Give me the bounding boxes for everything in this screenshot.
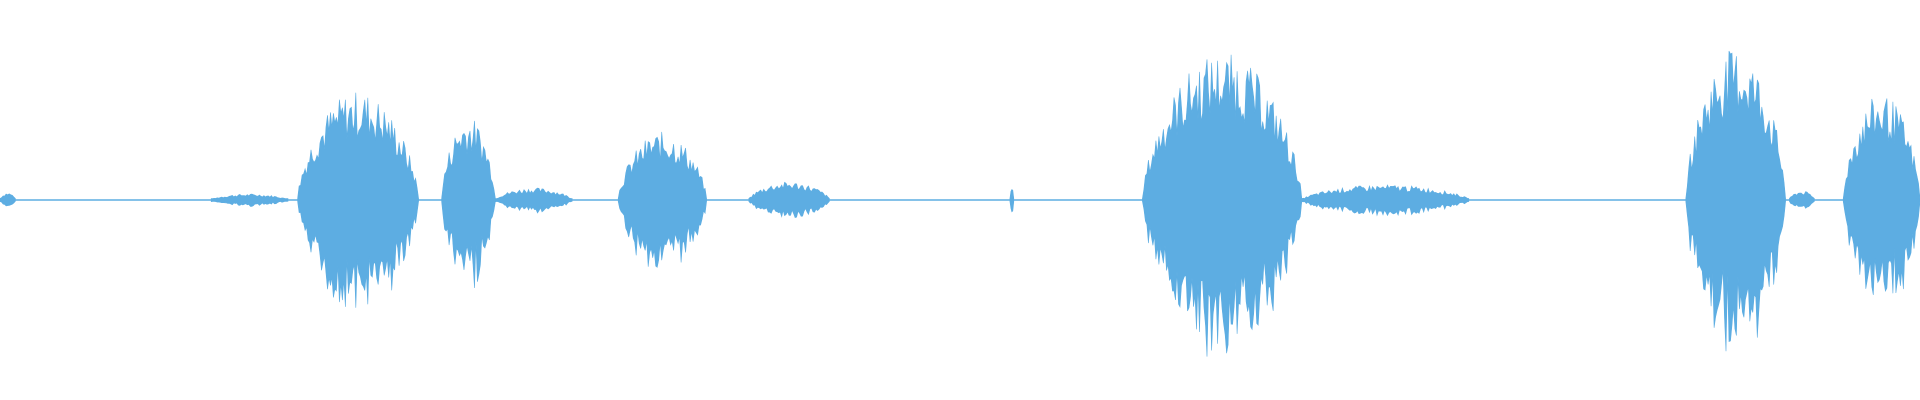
waveform-burst [210,193,289,207]
waveform-burst [1142,54,1303,357]
waveform-burst [1789,191,1815,209]
waveform-burst [0,193,16,207]
waveform-burst [748,181,830,218]
waveform-burst [1842,98,1920,295]
waveform-burst [495,187,573,214]
waveform-burst [441,120,496,289]
waveform-burst [297,92,419,308]
waveform-burst [1009,189,1015,213]
waveform-burst [617,131,707,268]
waveform-burst [1685,50,1786,352]
waveform-burst [1301,184,1470,217]
waveform-bursts [0,50,1920,357]
